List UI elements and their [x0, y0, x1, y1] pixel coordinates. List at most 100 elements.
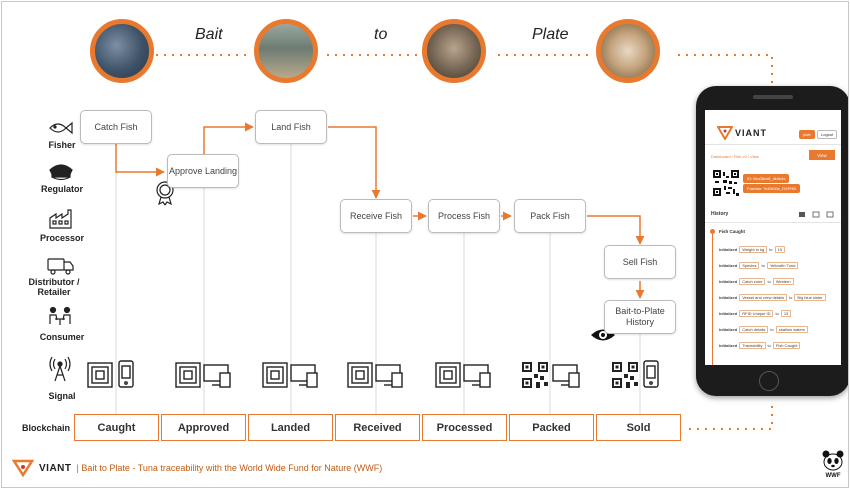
role-label-processor: Processor	[39, 233, 85, 243]
history-row-value: 13	[780, 309, 792, 317]
status-landed: Landed	[248, 414, 333, 441]
history-row: Initialized Catch details to shallow wat…	[719, 324, 837, 334]
footer-caption: | Bait to Plate - Tuna traceability with…	[76, 463, 383, 473]
phone-home-button	[759, 371, 779, 391]
history-row-key: RFID Unique ID	[739, 309, 774, 317]
phone-icon	[643, 360, 659, 388]
history-row-action: Initialized	[719, 294, 738, 300]
history-row-to: to	[761, 262, 765, 268]
arrow-land-receive	[328, 126, 381, 199]
history-row-to: to	[767, 278, 771, 284]
history-row-to: to	[767, 342, 771, 348]
role-label-distributor: Distributor / Retailer	[28, 277, 80, 297]
app-header-divider	[705, 144, 841, 145]
app-view-button[interactable]: View	[809, 150, 835, 160]
photo-crew-landing	[254, 19, 318, 83]
history-row-action: Initialized	[719, 310, 738, 316]
photo-fish-processing	[422, 19, 486, 83]
history-row-key: Catch zone	[739, 277, 766, 285]
devices-icon	[290, 364, 318, 388]
history-row-to: to	[789, 294, 793, 300]
photo-bait-fishermen	[90, 19, 154, 83]
footer-brand: VIANT	[39, 462, 72, 474]
history-row-value: Yellowfin Tuna	[766, 261, 799, 269]
app-breadcrumb: Dashboard / Fish v2 / View	[711, 154, 759, 159]
role-label-signal: Signal	[48, 391, 76, 401]
step-pack-fish: Pack Fish	[514, 199, 586, 233]
app-logout-button[interactable]: Logout	[817, 130, 838, 139]
history-row-value: Fish Caught	[772, 341, 801, 349]
history-row: Initialized RFID Unique ID to 13	[719, 308, 837, 318]
history-row-action: Initialized	[719, 262, 738, 268]
history-row: Initialized Traceability to Fish Caught	[719, 340, 837, 350]
qr-code-icon	[612, 362, 638, 388]
rfid-icon	[175, 362, 201, 388]
officer-cap-icon	[49, 164, 73, 181]
history-row-value: Western	[772, 277, 794, 285]
history-row-action: Initialized	[719, 278, 738, 284]
app-history-title: History	[711, 211, 729, 217]
status-sold: Sold	[596, 414, 681, 441]
viant-logo-icon	[12, 459, 34, 477]
timeline-line	[712, 234, 713, 365]
history-row-key: Species	[739, 261, 760, 269]
app-brand: VIANT	[735, 128, 767, 138]
view-toggle-icon[interactable]	[797, 211, 837, 219]
history-row-action: Initialized	[719, 326, 738, 332]
status-processed: Processed	[422, 414, 507, 441]
history-row: Initialized Vessel and crew details to B…	[719, 292, 837, 302]
timeline-dot	[710, 229, 715, 234]
history-row-value: Big blue sister	[794, 293, 826, 301]
rfid-icon	[347, 362, 373, 388]
step-approve-landing: Approve Landing	[167, 154, 239, 188]
arrow-approve-land	[203, 122, 254, 154]
role-label-consumer: Consumer	[39, 332, 85, 342]
arrow-catch-approve	[115, 144, 165, 177]
history-row-key: Weight in kg	[739, 245, 768, 253]
history-row-value: 15	[774, 245, 785, 253]
history-row-key: Traceability	[739, 341, 766, 349]
role-icons	[47, 121, 74, 382]
devices-icon	[463, 364, 491, 388]
history-row-to: to	[769, 246, 773, 252]
step-land-fish: Land Fish	[255, 110, 327, 144]
approval-seal-icon	[156, 181, 174, 206]
history-row-value: shallow waters	[775, 325, 808, 333]
devices-icon	[375, 364, 403, 388]
fish-icon	[49, 121, 73, 135]
status-approved: Approved	[161, 414, 246, 441]
rfid-icon	[262, 362, 288, 388]
app-history-divider	[705, 222, 841, 223]
step-receive-fish: Receive Fish	[340, 199, 412, 233]
step-sell-fish: Sell Fish	[604, 245, 676, 279]
flow-arrows	[115, 122, 645, 299]
banner-word-bait: Bait	[195, 26, 223, 43]
footer: VIANT | Bait to Plate - Tuna traceabilit…	[12, 459, 382, 477]
app-id-tag: ID: Bru08ch8_dk3e4c	[743, 174, 790, 183]
qr-code-icon	[522, 362, 548, 388]
truck-icon	[47, 258, 74, 275]
app-user-button[interactable]: piotr	[799, 130, 815, 139]
app-history-tab-icons[interactable]	[797, 211, 837, 219]
diners-icon	[49, 306, 71, 325]
history-row-action: Initialized	[719, 246, 738, 252]
arrow-pack-sell	[587, 215, 645, 245]
history-row-to: to	[770, 326, 774, 332]
photo-plated-dish	[596, 19, 660, 83]
app-qr-code	[713, 170, 739, 196]
banner-word-plate: Plate	[532, 26, 569, 43]
history-row-key: Catch details	[739, 325, 769, 333]
status-packed: Packed	[509, 414, 594, 441]
history-row-to: to	[775, 310, 779, 316]
step-catch-fish: Catch Fish	[80, 110, 152, 144]
app-fashion-tag: Fashion: %40k94c_DSPHB	[743, 184, 800, 193]
phone-speaker	[753, 95, 793, 99]
phone-screen: VIANT piotr Logout Dashboard / Fish v2 /…	[705, 110, 841, 365]
wwf-label: WWF	[825, 473, 841, 479]
phone-icon	[118, 360, 134, 388]
column-guides	[115, 144, 641, 414]
history-row: Initialized Species to Yellowfin Tuna	[719, 260, 837, 270]
step-bait-to-plate-history: Bait-to-Plate History	[604, 300, 676, 334]
